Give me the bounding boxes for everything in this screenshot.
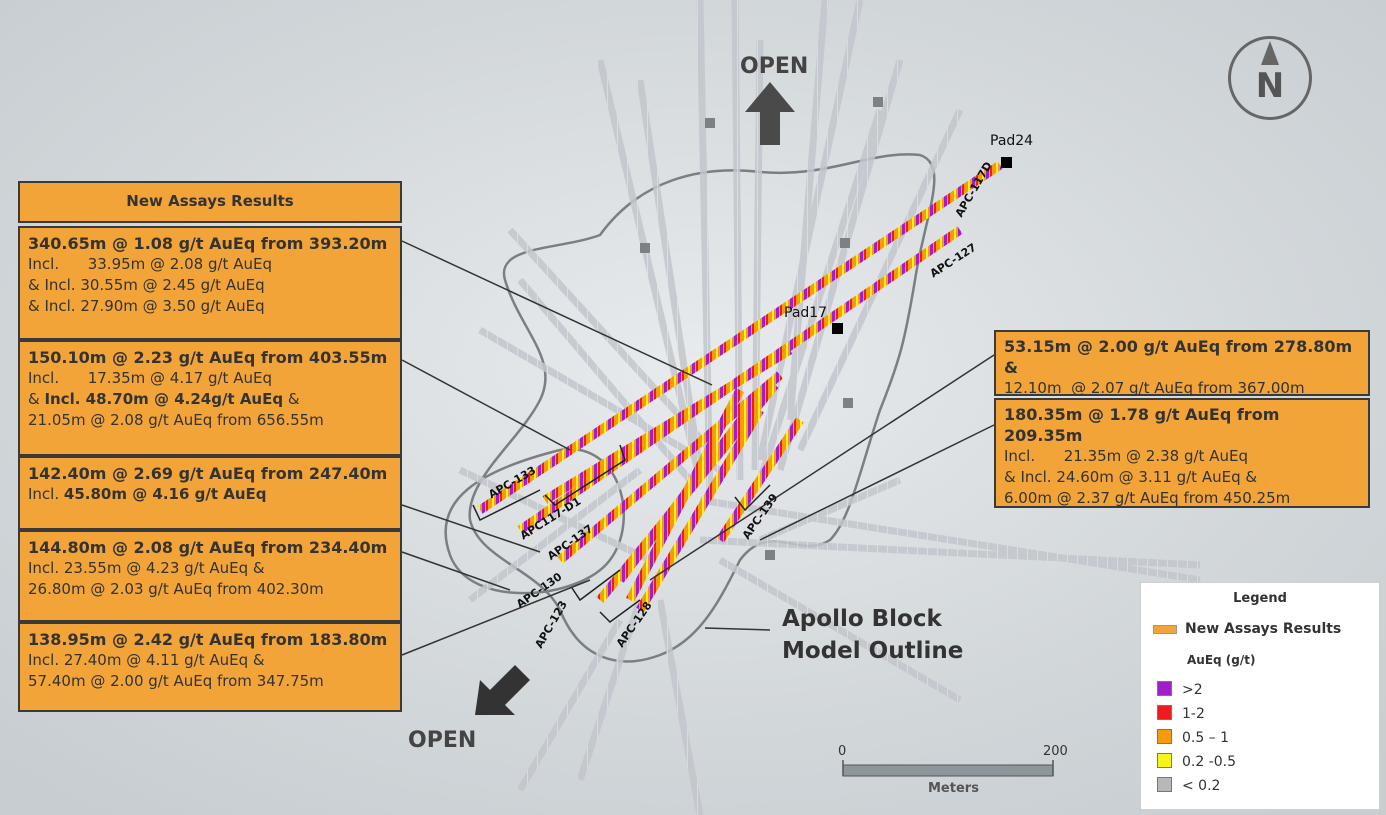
open-arrow-southwest <box>475 665 530 715</box>
north-arrow: N <box>1228 36 1312 120</box>
open-arrow-north <box>745 82 795 145</box>
result-3-line1b: 45.80m @ 4.16 g/t AuEq <box>63 485 267 503</box>
open-label-top: OPEN <box>740 54 809 79</box>
results-panel-title: New Assays Results <box>18 181 402 223</box>
legend-item-label: 0.5 – 1 <box>1182 730 1230 746</box>
legend-swatch <box>1157 729 1172 744</box>
result-4-head: 144.80m @ 2.08 g/t AuEq from 234.40m <box>28 538 388 557</box>
result-r1-line1: 12.10m @ 2.07 g/t AuEq from 367.00m <box>1004 379 1305 397</box>
scale-bar <box>842 760 1054 777</box>
leader-lines <box>401 240 995 656</box>
result-4-line2: 26.80m @ 2.03 g/t AuEq from 402.30m <box>28 580 324 598</box>
result-box-2: 150.10m @ 2.23 g/t AuEq from 403.55m Inc… <box>18 340 402 456</box>
result-5-line1: Incl. 27.40m @ 4.11 g/t AuEq & <box>28 651 265 669</box>
result-box-5: 138.95m @ 2.42 g/t AuEq from 183.80m Inc… <box>18 622 402 712</box>
pad17-label: Pad17 <box>784 305 828 321</box>
result-1-head: 340.65m @ 1.08 g/t AuEq from 393.20m <box>28 234 388 253</box>
hole-brackets <box>472 444 771 623</box>
result-3-line1a: Incl. <box>28 485 64 503</box>
result-5-line2: 57.40m @ 2.00 g/t AuEq from 347.75m <box>28 672 324 690</box>
result-box-4: 144.80m @ 2.08 g/t AuEq from 234.40m Inc… <box>18 530 402 622</box>
legend-swatch <box>1157 753 1172 768</box>
legend: Legend New Assays Results AuEq (g/t) >2 … <box>1140 582 1380 810</box>
north-letter: N <box>1255 66 1285 106</box>
result-box-1: 340.65m @ 1.08 g/t AuEq from 393.20m Inc… <box>18 226 402 340</box>
legend-item: 1-2 <box>1157 705 1205 722</box>
legend-item: < 0.2 <box>1157 777 1220 794</box>
legend-item-label: 1-2 <box>1182 706 1205 722</box>
legend-item-label: >2 <box>1182 682 1203 698</box>
result-2-line2a: & <box>28 390 45 408</box>
result-2-line2b: Incl. 48.70m @ 4.24g/t AuEq <box>44 390 284 408</box>
result-1-line3: & Incl. 27.90m @ 3.50 g/t AuEq <box>28 297 265 315</box>
scale-start: 0 <box>838 744 847 759</box>
legend-item: 0.5 – 1 <box>1157 729 1229 746</box>
legend-new-assays-swatch <box>1153 624 1177 634</box>
result-r2-line2: & Incl. 24.60m @ 3.11 g/t AuEq & <box>1004 468 1258 486</box>
legend-title: Legend <box>1233 591 1287 606</box>
result-4-line1: Incl. 23.55m @ 4.23 g/t AuEq & <box>28 559 265 577</box>
scale-end: 200 <box>1043 744 1068 759</box>
result-r2-head: 180.35m @ 1.78 g/t AuEq from 209.35m <box>1004 405 1280 445</box>
result-2-head: 150.10m @ 2.23 g/t AuEq from 403.55m <box>28 348 388 367</box>
result-1-line2: & Incl. 30.55m @ 2.45 g/t AuEq <box>28 276 265 294</box>
result-3-head: 142.40m @ 2.69 g/t AuEq from 247.40m <box>28 464 388 483</box>
pad-markers <box>640 97 883 560</box>
result-1-line1: Incl. 33.95m @ 2.08 g/t AuEq <box>28 255 272 273</box>
legend-item-label: < 0.2 <box>1182 778 1221 794</box>
legend-item-label: 0.2 -0.5 <box>1182 754 1237 770</box>
legend-swatch <box>1157 681 1172 696</box>
scale-unit: Meters <box>928 781 979 796</box>
result-2-line2: & Incl. 48.70m @ 4.24g/t AuEq & <box>28 389 392 410</box>
apollo-label-line1: Apollo Block <box>782 606 942 632</box>
result-2-line2c: & <box>283 390 300 408</box>
result-r2-line3: 6.00m @ 2.37 g/t AuEq from 450.25m <box>1004 489 1291 507</box>
legend-new-assays: New Assays Results <box>1153 621 1341 637</box>
pad24-label: Pad24 <box>990 133 1034 149</box>
result-2-line3: 21.05m @ 2.08 g/t AuEq from 656.55m <box>28 411 324 429</box>
result-r2-line1: Incl. 21.35m @ 2.38 g/t AuEq <box>1004 447 1248 465</box>
result-3-line1: Incl. 45.80m @ 4.16 g/t AuEq <box>28 484 392 505</box>
result-5-head: 138.95m @ 2.42 g/t AuEq from 183.80m <box>28 630 388 649</box>
legend-swatch <box>1157 777 1172 792</box>
legend-item: >2 <box>1157 681 1203 698</box>
open-label-bottom: OPEN <box>408 728 477 753</box>
pad24-marker <box>1001 157 1012 168</box>
result-2-line1: Incl. 17.35m @ 4.17 g/t AuEq <box>28 369 272 387</box>
result-box-right-1: 53.15m @ 2.00 g/t AuEq from 278.80m & 12… <box>994 330 1370 397</box>
legend-new-assays-label: New Assays Results <box>1185 621 1342 637</box>
legend-item: 0.2 -0.5 <box>1157 753 1236 770</box>
north-arrow-icon <box>1261 41 1279 65</box>
apollo-label-line2: Model Outline <box>782 638 964 664</box>
result-r1-head: 53.15m @ 2.00 g/t AuEq from 278.80m & <box>1004 337 1353 377</box>
legend-aueq-title: AuEq (g/t) <box>1187 653 1256 667</box>
result-box-3: 142.40m @ 2.69 g/t AuEq from 247.40m Inc… <box>18 456 402 530</box>
drill-traces-background <box>458 0 1201 815</box>
pad17-marker <box>832 323 843 334</box>
legend-swatch <box>1157 705 1172 720</box>
result-box-right-2: 180.35m @ 1.78 g/t AuEq from 209.35m Inc… <box>994 398 1370 508</box>
